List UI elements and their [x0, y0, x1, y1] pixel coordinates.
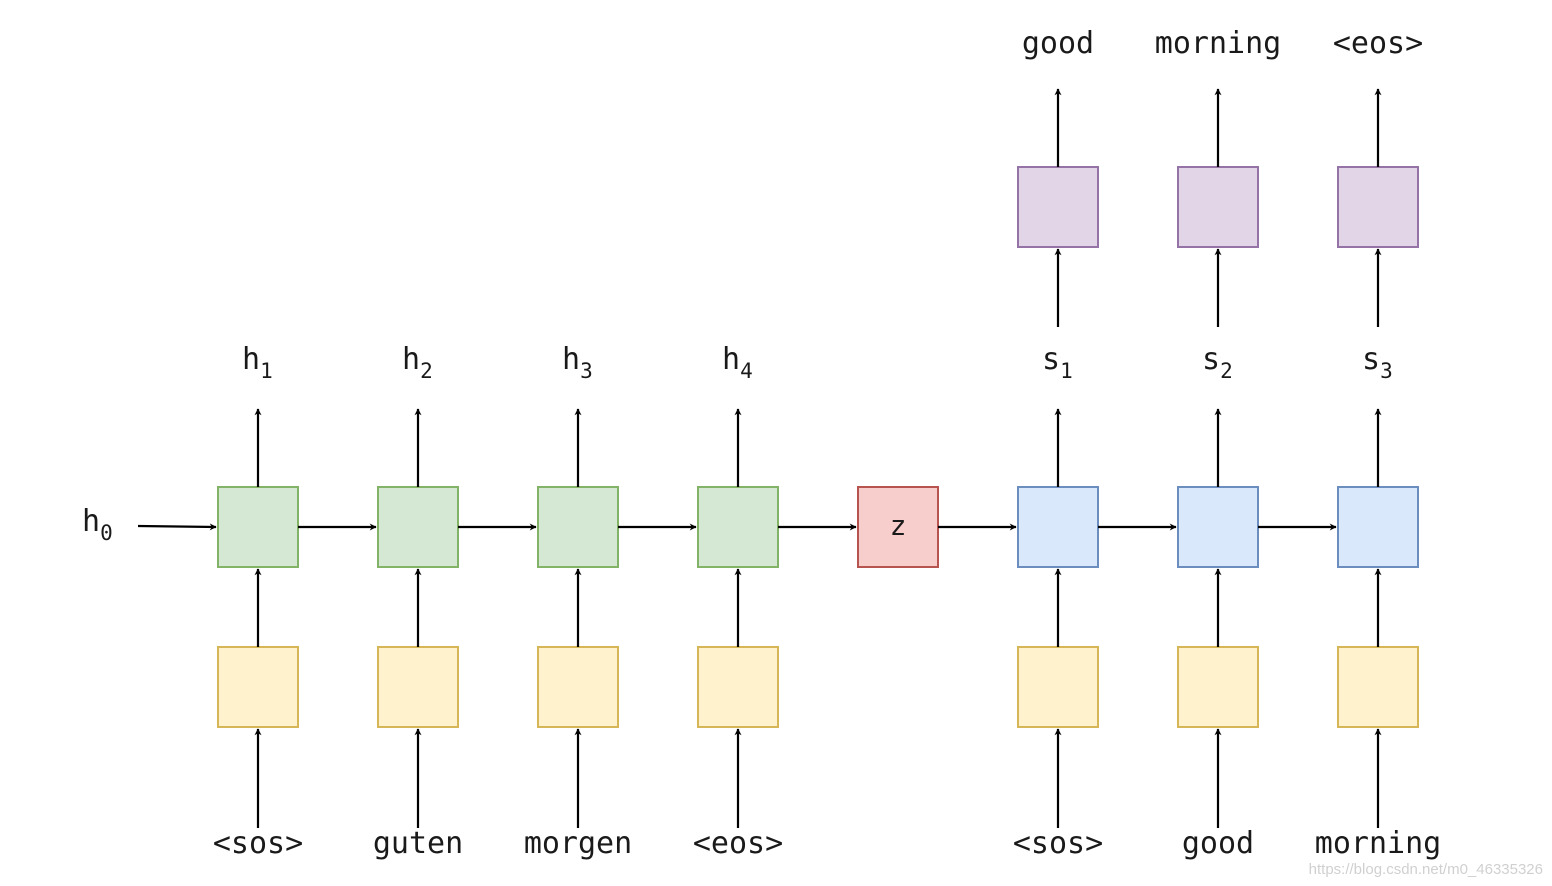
encoder-rnn-cell-2 — [377, 486, 459, 568]
encoder-input-token-3: morgen — [524, 826, 632, 861]
encoder-input-embedding-4 — [697, 646, 779, 728]
encoder-input-embedding-3 — [537, 646, 619, 728]
encoder-input-embedding-1 — [217, 646, 299, 728]
encoder-hidden-label-2: h2 — [402, 342, 433, 383]
decoder-hidden-label-3: s3 — [1362, 342, 1393, 383]
decoder-input-embedding-2 — [1177, 646, 1259, 728]
decoder-input-token-3: morning — [1315, 826, 1441, 861]
encoder-input-token-1: <sos> — [213, 826, 303, 861]
decoder-output-layer-1 — [1017, 166, 1099, 248]
encoder-input-token-4: <eos> — [693, 826, 783, 861]
decoder-input-token-2: good — [1182, 826, 1254, 861]
decoder-rnn-cell-1 — [1017, 486, 1099, 568]
decoder-output-layer-3 — [1337, 166, 1419, 248]
encoder-input-token-2: guten — [373, 826, 463, 861]
encoder-input-embedding-2 — [377, 646, 459, 728]
encoder-hidden-label-1: h1 — [242, 342, 273, 383]
decoder-hidden-label-2: s2 — [1202, 342, 1233, 383]
encoder-rnn-cell-4 — [697, 486, 779, 568]
watermark: https://blog.csdn.net/m0_46335326 — [1309, 861, 1543, 878]
decoder-output-layer-2 — [1177, 166, 1259, 248]
encoder-hidden-label-4: h4 — [722, 342, 753, 383]
decoder-rnn-cell-2 — [1177, 486, 1259, 568]
decoder-output-token-1: good — [1022, 26, 1094, 61]
decoder-output-token-2: morning — [1155, 26, 1281, 61]
context-vector-box — [857, 486, 939, 568]
decoder-hidden-label-1: s1 — [1042, 342, 1073, 383]
context-vector-label: z — [890, 509, 907, 542]
decoder-rnn-cell-3 — [1337, 486, 1419, 568]
decoder-input-embedding-3 — [1337, 646, 1419, 728]
initial-hidden-arrow — [137, 523, 217, 531]
initial-hidden-label: h0 — [82, 504, 113, 545]
encoder-hidden-label-3: h3 — [562, 342, 593, 383]
decoder-input-embedding-1 — [1017, 646, 1099, 728]
encoder-rnn-cell-3 — [537, 486, 619, 568]
decoder-input-token-1: <sos> — [1013, 826, 1103, 861]
encoder-rnn-cell-1 — [217, 486, 299, 568]
decoder-output-token-3: <eos> — [1333, 26, 1423, 61]
